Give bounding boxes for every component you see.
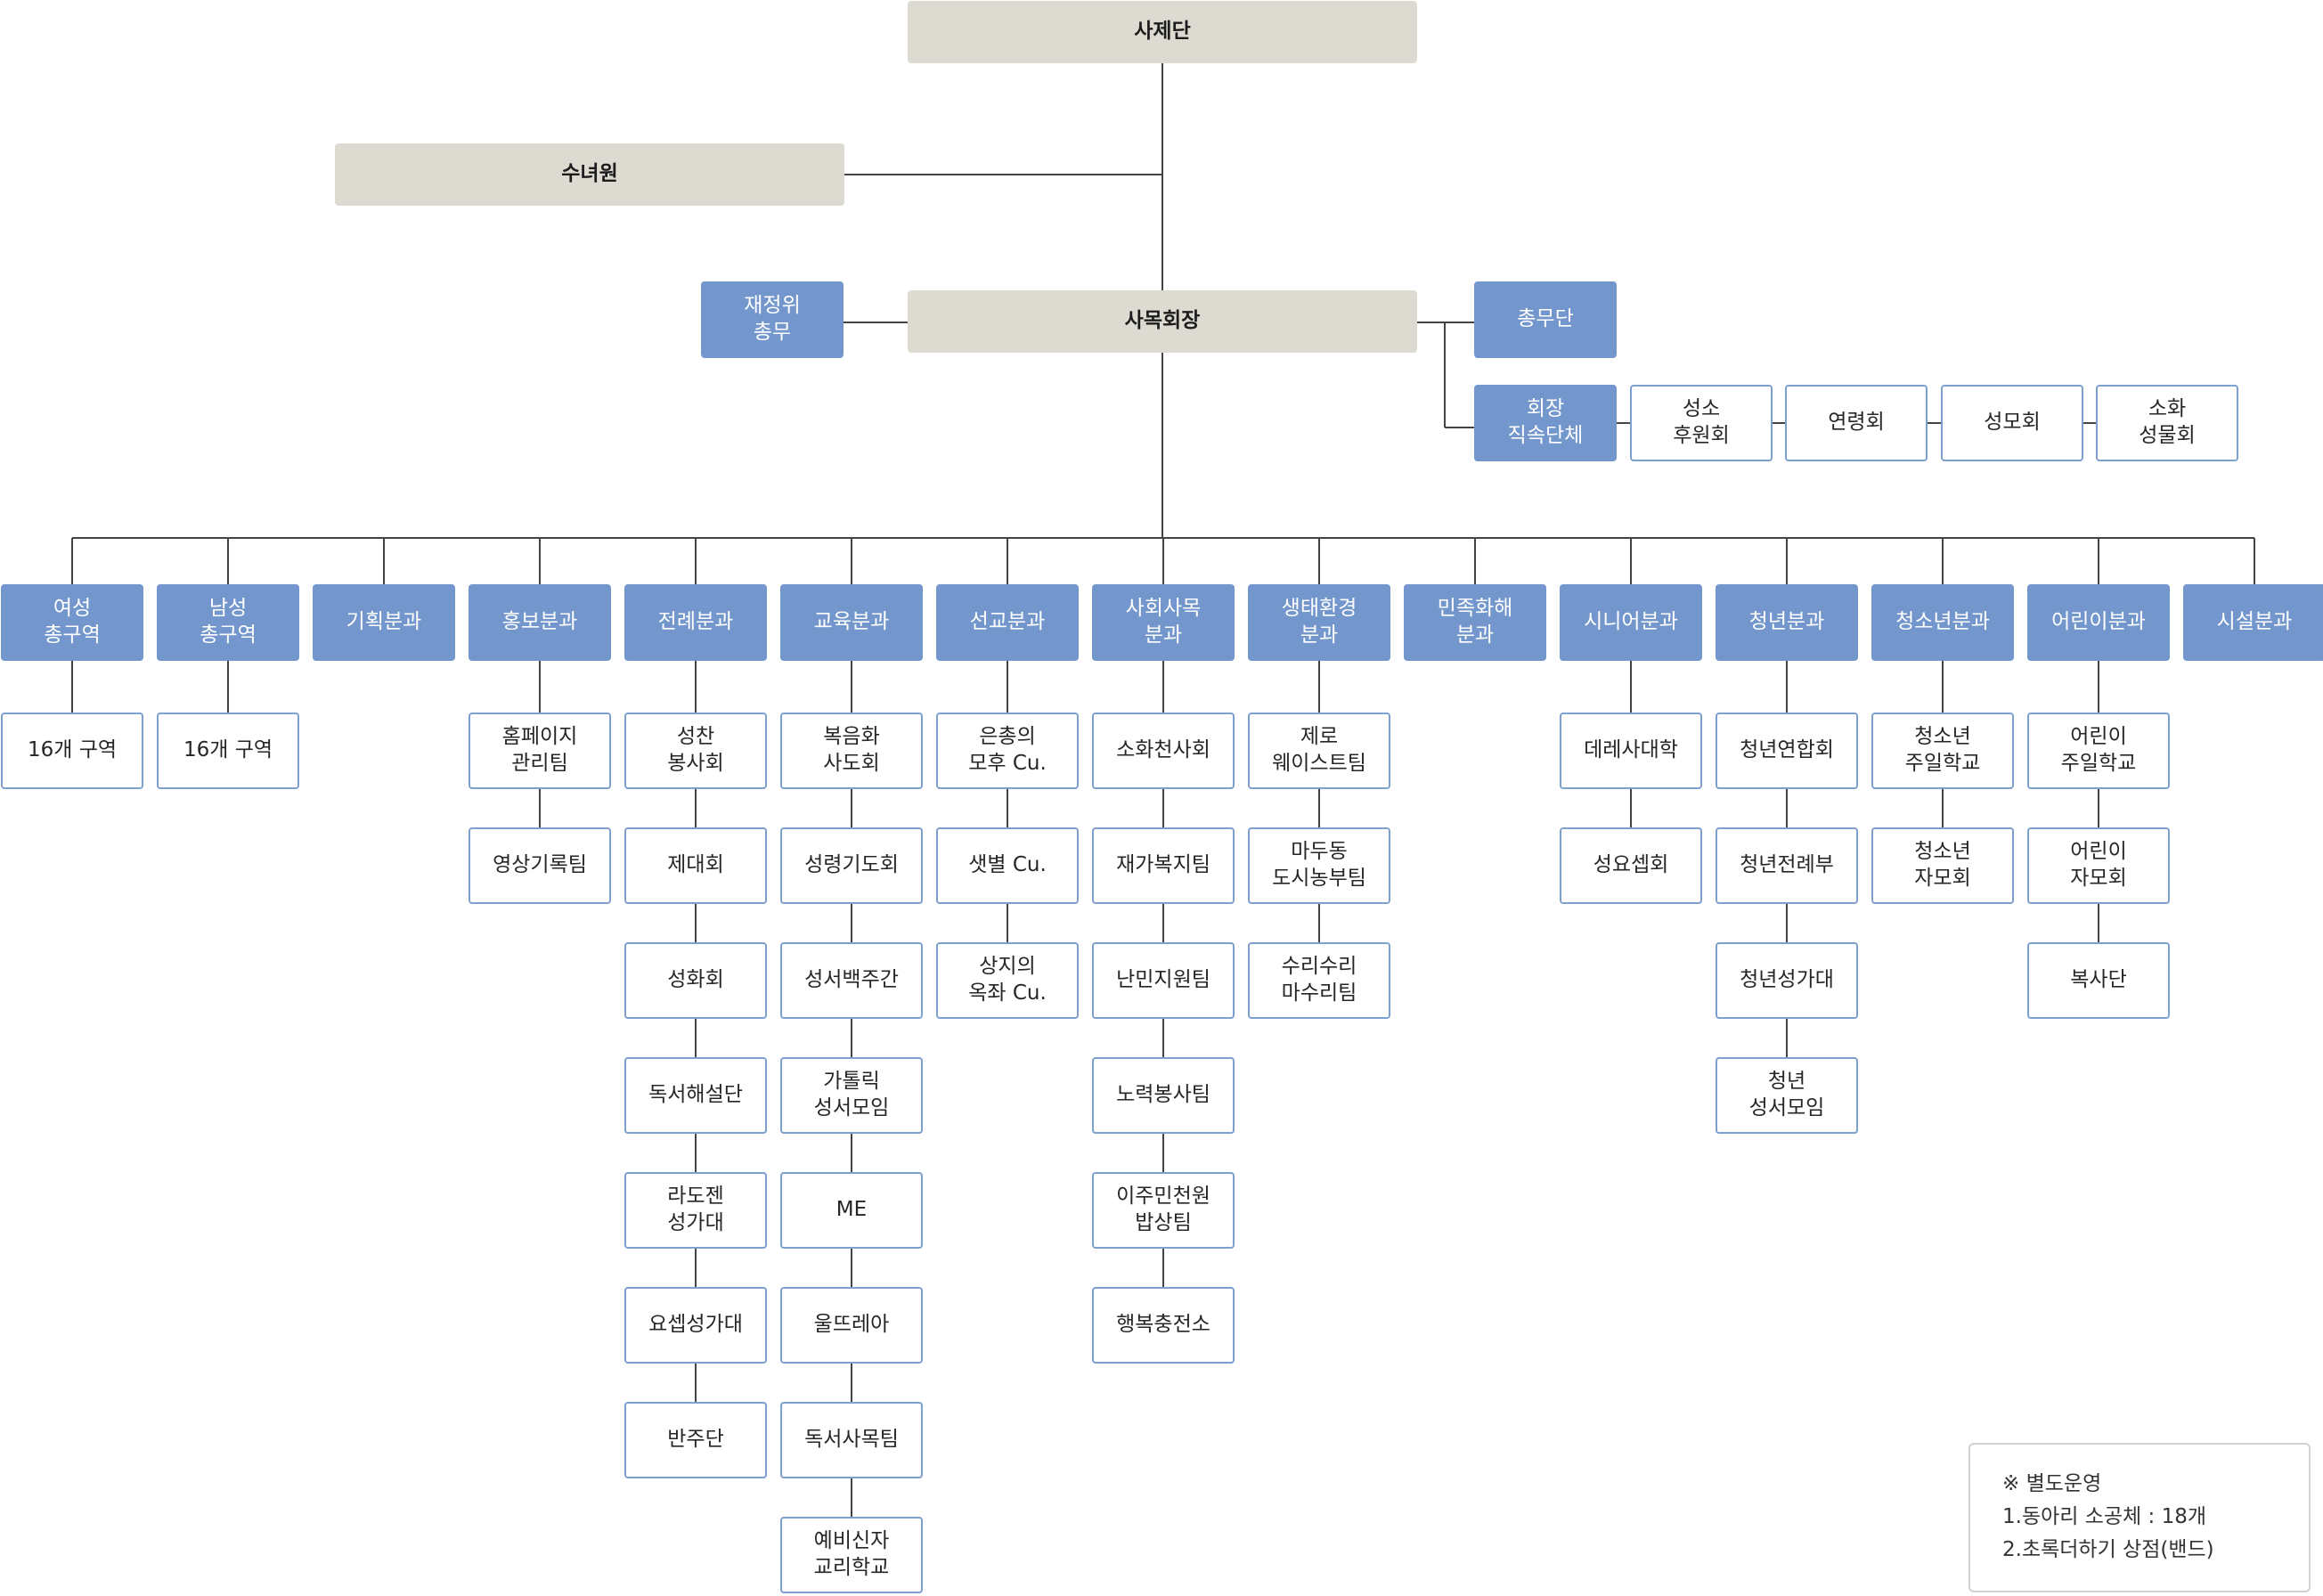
team-box: 성찬 봉사회 [624, 712, 767, 789]
team-box: 마두동 도시농부팀 [1248, 827, 1390, 904]
division-box: 사회사목 분과 [1092, 584, 1235, 661]
division-box: 청소년분과 [1871, 584, 2014, 661]
team-box: 독서사목팀 [780, 1402, 923, 1478]
team-box: 성화회 [624, 942, 767, 1019]
team-box: 제대회 [624, 827, 767, 904]
team-box: 소화천사회 [1092, 712, 1235, 789]
team-box: 수리수리 마수리팀 [1248, 942, 1390, 1019]
division-box: 시설분과 [2183, 584, 2323, 661]
team-box: 어린이 주일학교 [2027, 712, 2170, 789]
division-box: 남성 총구역 [157, 584, 299, 661]
team-box: 라도젠 성가대 [624, 1172, 767, 1249]
node-jiksok-item: 연령회 [1785, 385, 1928, 461]
team-box: 어린이 자모회 [2027, 827, 2170, 904]
team-box: 데레사대학 [1560, 712, 1702, 789]
division-box: 전례분과 [624, 584, 767, 661]
team-box: 재가복지팀 [1092, 827, 1235, 904]
division-box: 기획분과 [313, 584, 455, 661]
division-box: 홍보분과 [469, 584, 611, 661]
node-jaejeongwi: 재정위 총무 [701, 281, 844, 358]
team-box: 행복충전소 [1092, 1287, 1235, 1364]
team-box: 샛별 Cu. [936, 827, 1079, 904]
team-box: 은총의 모후 Cu. [936, 712, 1079, 789]
team-box: 울뜨레아 [780, 1287, 923, 1364]
team-box: 영상기록팀 [469, 827, 611, 904]
team-box: 예비신자 교리학교 [780, 1517, 923, 1593]
team-box: 성령기도회 [780, 827, 923, 904]
note-box: ※ 별도운영 1.동아리 소공체 : 18개 2.초록더하기 상점(밴드) [1968, 1443, 2311, 1592]
team-box: 복음화 사도회 [780, 712, 923, 789]
note-line: 2.초록더하기 상점(밴드) [2002, 1537, 2214, 1561]
team-box: 홈페이지 관리팀 [469, 712, 611, 789]
team-box: 16개 구역 [1, 712, 143, 789]
node-sunyeowon: 수녀원 [335, 143, 844, 206]
division-box: 선교분과 [936, 584, 1079, 661]
division-box: 교육분과 [780, 584, 923, 661]
division-box: 민족화해 분과 [1404, 584, 1546, 661]
node-chongmudan: 총무단 [1474, 281, 1617, 358]
team-box: 난민지원팀 [1092, 942, 1235, 1019]
team-box: 청년 성서모임 [1716, 1057, 1858, 1134]
division-box: 시니어분과 [1560, 584, 1702, 661]
team-box: 복사단 [2027, 942, 2170, 1019]
division-box: 어린이분과 [2027, 584, 2170, 661]
team-box: 노력봉사팀 [1092, 1057, 1235, 1134]
team-box: 성서백주간 [780, 942, 923, 1019]
node-sajedan: 사제단 [908, 1, 1417, 63]
division-box: 생태환경 분과 [1248, 584, 1390, 661]
node-jiksok: 회장 직속단체 [1474, 385, 1617, 461]
team-box: 이주민천원 밥상팀 [1092, 1172, 1235, 1249]
team-box: 청소년 자모회 [1871, 827, 2014, 904]
team-box: 반주단 [624, 1402, 767, 1478]
node-jiksok-item: 성소 후원회 [1630, 385, 1773, 461]
team-box: 청년전례부 [1716, 827, 1858, 904]
note-line: 1.동아리 소공체 : 18개 [2002, 1504, 2207, 1528]
team-box: 독서해설단 [624, 1057, 767, 1134]
team-box: 16개 구역 [157, 712, 299, 789]
division-box: 청년분과 [1716, 584, 1858, 661]
team-box: ME [780, 1172, 923, 1249]
node-jiksok-item: 성모회 [1941, 385, 2083, 461]
team-box: 청소년 주일학교 [1871, 712, 2014, 789]
team-box: 제로 웨이스트팀 [1248, 712, 1390, 789]
node-samokhoejang: 사목회장 [908, 290, 1417, 353]
team-box: 가톨릭 성서모임 [780, 1057, 923, 1134]
note-title: ※ 별도운영 [2002, 1472, 2102, 1495]
team-box: 요셉성가대 [624, 1287, 767, 1364]
team-box: 성요셉회 [1560, 827, 1702, 904]
team-box: 청년성가대 [1716, 942, 1858, 1019]
node-jiksok-item: 소화 성물회 [2096, 385, 2238, 461]
division-box: 여성 총구역 [1, 584, 143, 661]
team-box: 상지의 옥좌 Cu. [936, 942, 1079, 1019]
team-box: 청년연합회 [1716, 712, 1858, 789]
